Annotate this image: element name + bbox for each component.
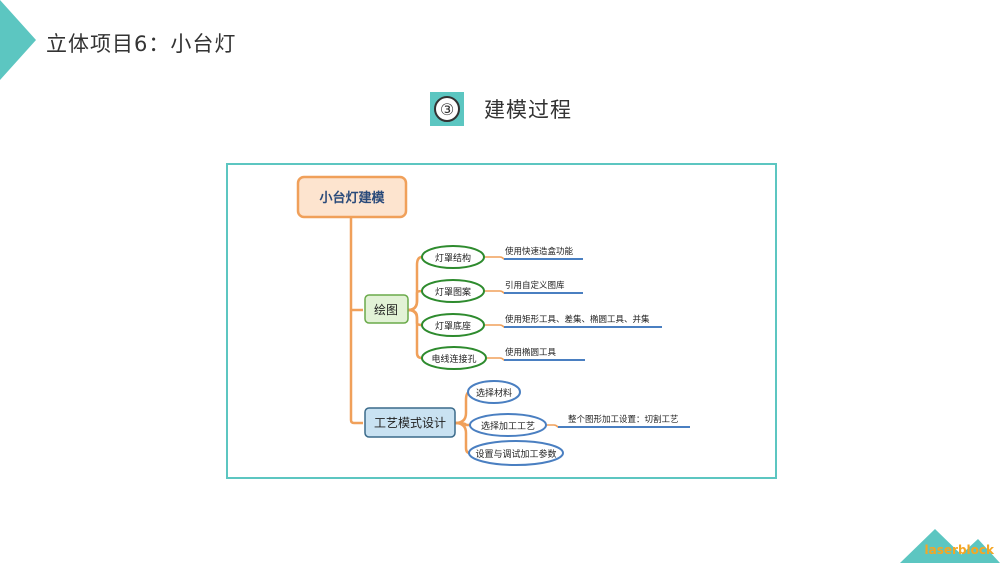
- connector-c1-note: [484, 256, 583, 260]
- mindmap-diagram: 小台灯建模 绘图 灯罩结构 灯罩图案 灯罩底座 电线连接孔 使用快速造盒功能 引…: [296, 175, 690, 466]
- branch1-node: [364, 294, 409, 324]
- logo-triangles: [900, 529, 1000, 563]
- b2-child3-label: 设置与调试加工参数: [475, 448, 556, 460]
- b1-child1-label: 灯罩结构: [435, 252, 471, 264]
- connector-b1-c4: [407, 308, 423, 360]
- connector-lines: [349, 217, 471, 455]
- connector-b1-c2: [407, 289, 423, 312]
- connector-b1-c1: [407, 255, 423, 312]
- b1-child2-node: [421, 279, 485, 303]
- mindmap-frame: 小台灯建模 绘图 灯罩结构 灯罩图案 灯罩底座 电线连接孔 使用快速造盒功能 引…: [226, 163, 777, 479]
- b2-child3-node: [468, 440, 564, 466]
- b1-child2-note: 引用自定义图库: [505, 280, 565, 291]
- b1-child3-label: 灯罩底座: [435, 320, 471, 332]
- connector-root-trunk: [349, 217, 363, 425]
- root-label: 小台灯建模: [319, 190, 385, 206]
- connector-b2-c1: [454, 390, 471, 425]
- brand-logo: laserblock: [880, 523, 1000, 563]
- corner-decoration: [0, 0, 36, 80]
- b1-child3-note: 使用矩形工具、差集、椭圆工具、并集: [505, 314, 650, 325]
- b1-child1-note: 使用快速造盒功能: [505, 246, 574, 257]
- connector-bc2-note: [546, 424, 690, 428]
- connector-c4-note: [485, 357, 585, 361]
- b1-child2-label: 灯罩图案: [435, 286, 471, 298]
- branch2-node: [364, 407, 456, 438]
- section-number: ③: [434, 96, 460, 122]
- root-node: [296, 175, 408, 219]
- b1-child4-note: 使用椭圆工具: [505, 347, 557, 358]
- b2-child2-note: 整个图形加工设置：切割工艺: [568, 414, 679, 425]
- b2-child2-label: 选择加工工艺: [481, 420, 535, 432]
- b2-child2-node: [469, 413, 547, 437]
- slide-title: 立体项目6：小台灯: [46, 32, 237, 56]
- branch2-label: 工艺模式设计: [374, 416, 446, 430]
- b2-child1-label: 选择材料: [476, 387, 512, 399]
- section-title: 建模过程: [484, 98, 572, 122]
- b1-child4-label: 电线连接孔: [431, 353, 476, 365]
- b1-child1-node: [421, 245, 485, 269]
- branch1-label: 绘图: [374, 302, 398, 317]
- note-connectors: [484, 256, 690, 428]
- b1-child4-node: [421, 346, 487, 370]
- connector-c2-note: [484, 290, 583, 294]
- section-header: ③ 建模过程: [430, 92, 572, 126]
- b1-child3-node: [421, 313, 485, 337]
- b2-child1-node: [467, 380, 521, 404]
- section-number-badge: ③: [430, 92, 464, 126]
- connector-b2-c3: [454, 421, 471, 455]
- connector-c3-note: [484, 324, 662, 328]
- note-underlines: [504, 258, 690, 428]
- logo-text: laserblock: [924, 543, 994, 557]
